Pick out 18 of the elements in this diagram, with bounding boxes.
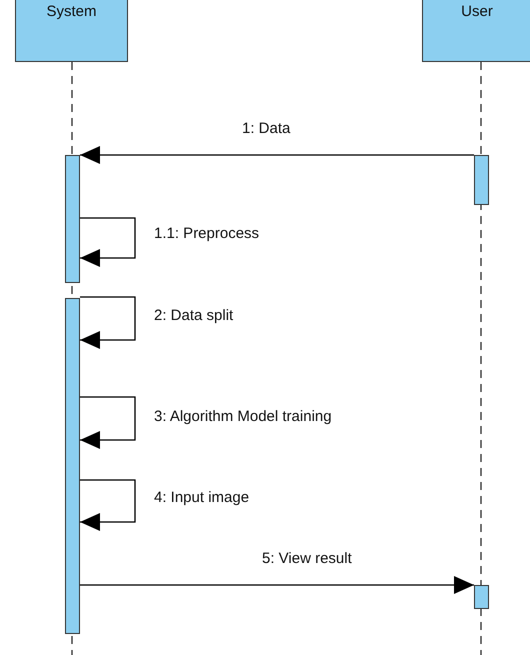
participant-name: System (46, 3, 96, 20)
message-arrow (80, 217, 136, 267)
message-label: 1.1: Preprocess (152, 225, 262, 242)
message-arrow (80, 146, 474, 164)
message-arrow (80, 296, 136, 349)
message-arrow (80, 576, 474, 594)
activation-bar (65, 155, 80, 283)
activation-bar (474, 585, 489, 609)
activation-bar (474, 155, 489, 205)
participant-box (15, 0, 128, 62)
message-arrow (80, 396, 136, 449)
message-arrow (80, 479, 136, 531)
activation-bar (65, 298, 80, 634)
message-label: 3: Algorithm Model training (152, 408, 334, 425)
message-label: 4: Input image (152, 489, 252, 506)
participant-box (422, 0, 530, 62)
message-label: 2: Data split (152, 307, 236, 324)
participant-name: User (461, 3, 493, 20)
